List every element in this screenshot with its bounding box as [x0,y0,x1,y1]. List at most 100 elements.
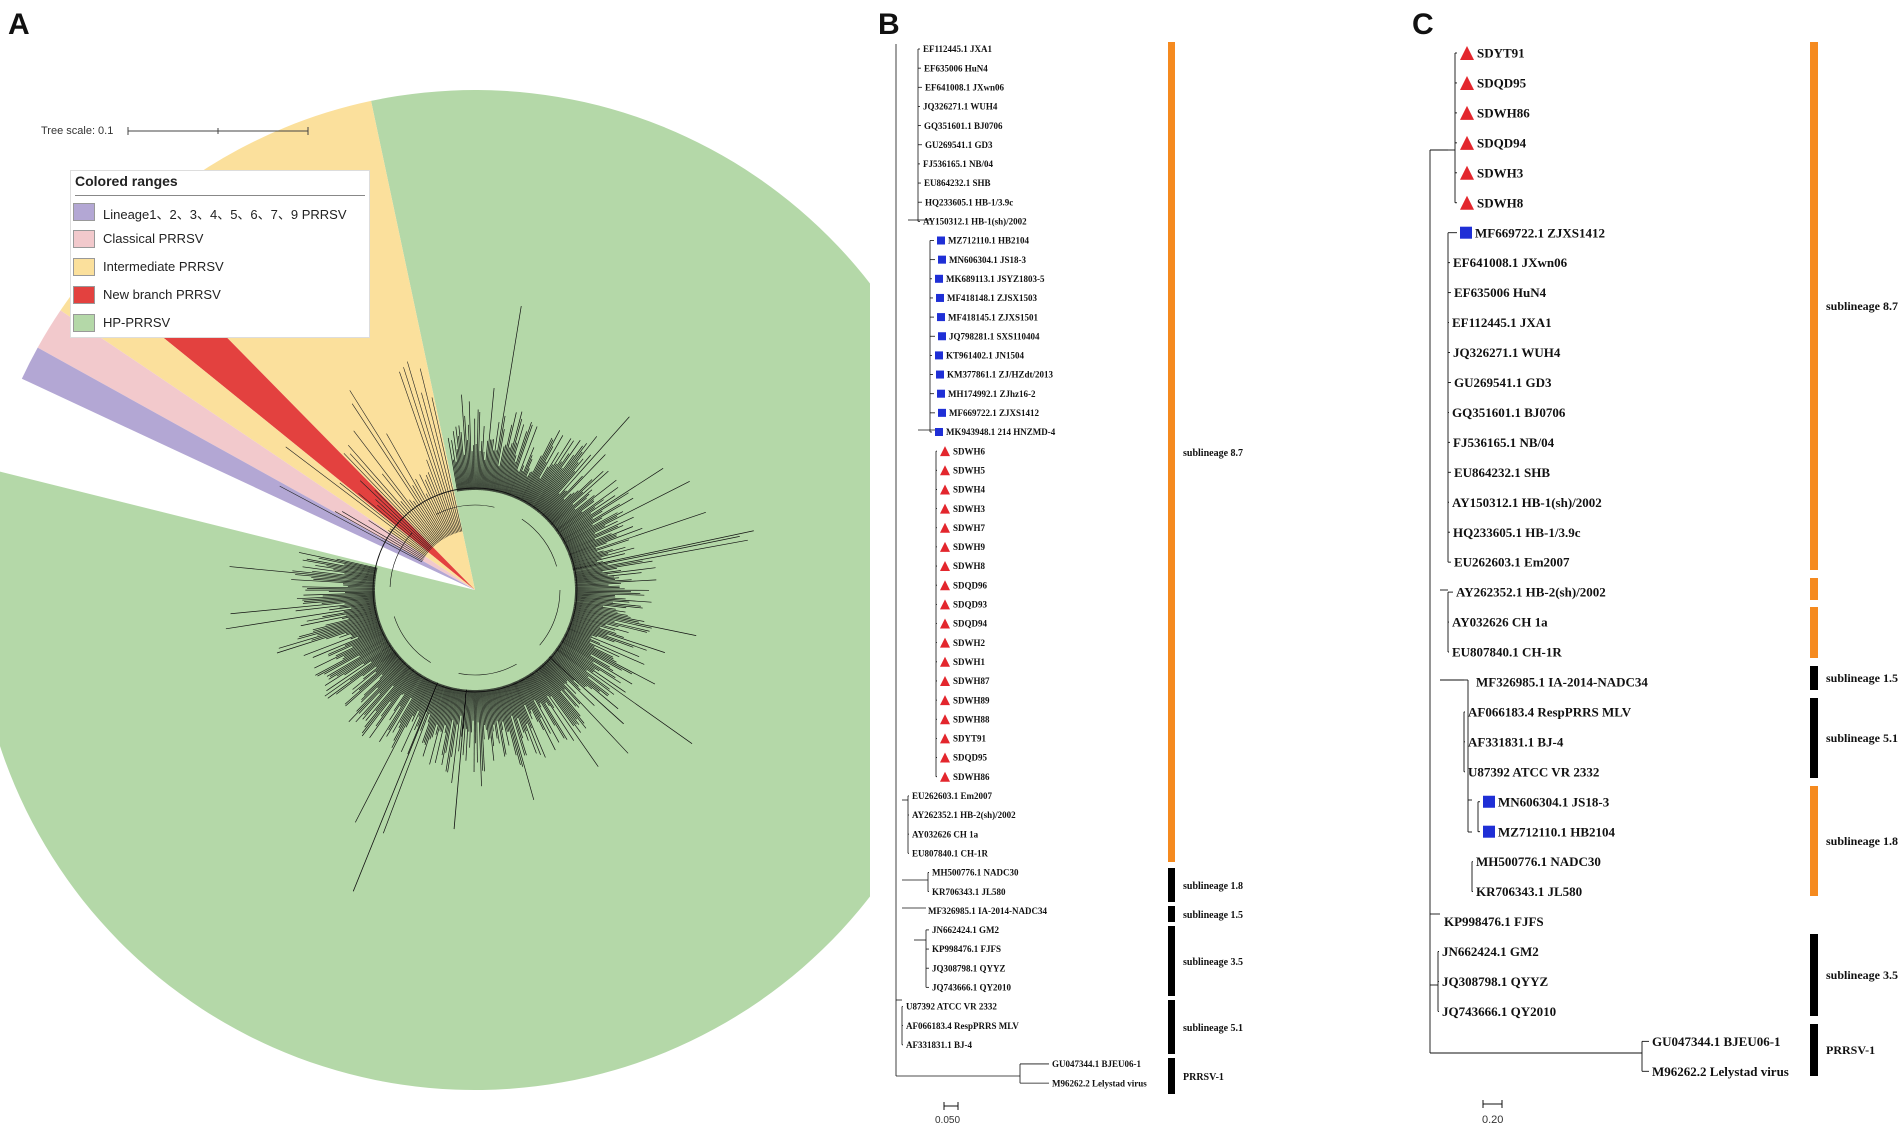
tree-branch [574,587,620,589]
tree-branch [571,553,609,564]
tree-branch [389,528,427,556]
tree-branch [464,415,470,491]
leaf-label: SDWH8 [953,561,986,571]
tree-branch [423,684,444,743]
tree-branch [400,501,437,545]
tree-branch [563,636,656,685]
tree-branch [368,520,425,558]
tree-branch [494,688,504,731]
tree-branch [451,688,462,757]
clade-label: sublineage 1.8 [1183,881,1243,892]
tree-branch [306,607,377,622]
tree-branch [569,620,665,653]
leaf-label: MK943948.1 214 HNZMD-4 [946,427,1056,437]
tree-branch [547,658,581,691]
tree-branch [493,688,507,755]
tree-branch [551,493,590,526]
tree-branch [570,618,601,628]
tree-branch [492,688,506,757]
tree-branch [363,658,403,696]
tree-branch [389,536,425,559]
colored-range-sectors [0,90,870,1090]
tree-branch [571,557,602,566]
tree-branch [561,639,610,668]
legend-item: Lineage1、2、3、4、5、6、7、9 PRRSV [71,201,371,225]
tree-branch [544,661,577,694]
tree-branch [574,599,641,607]
tree-branch [518,471,533,501]
tree-branch [325,612,378,626]
tree-branch [392,676,426,733]
tree-branch [304,596,376,603]
tree-branch [539,665,562,692]
tree-branch [326,565,377,575]
tree-branch [574,601,627,609]
tree-branch [574,576,615,581]
tree-branch [361,668,414,734]
tree-branch [344,573,376,578]
tree-branch [564,520,618,547]
tree-branch [563,636,633,675]
tree-branch [574,579,632,584]
tree-branch [572,610,652,629]
tree-branch [522,677,560,743]
tree-branch [527,464,554,506]
tree-branch [516,476,528,500]
leaf-label: AY150312.1 HB-1(sh)/2002 [923,217,1027,227]
tree-branch [412,679,432,717]
tree-branch [572,613,647,633]
panel-c-scale-label: 0.20 [1482,1114,1504,1126]
red-triangle-marker [940,503,950,514]
red-triangle-marker [940,752,950,763]
tree-branch [429,683,441,715]
tree-branch [506,684,518,719]
tree-branch [574,596,652,603]
panel-b-scale-label: 0.050 [935,1115,961,1126]
tree-branch [499,686,521,766]
tree-branch [358,655,400,691]
classical-sector [37,310,475,590]
tree-branch [565,630,591,643]
tree-branch [312,613,378,631]
tree-branch [525,466,549,505]
tree-branch [431,685,448,738]
tree-branch [571,616,629,633]
blue-square-marker [935,351,943,360]
tree-branch [349,390,444,540]
tree-branch [571,617,616,631]
clade-label: sublineage 8.7 [1826,299,1898,313]
tree-branch [356,661,406,712]
tree-branch [527,674,547,703]
red-triangle-marker [1460,75,1474,90]
tree-branch [488,422,500,492]
tree-branch [326,640,389,677]
red-triangle-marker [940,695,950,706]
tree-branch [344,644,392,676]
tree-branch [566,629,645,665]
tree-branch [526,675,565,739]
legend-swatch [73,314,95,332]
tree-branch [566,538,596,552]
tree-branch [329,640,390,677]
tree-branch [486,689,495,747]
tree-branch [514,681,525,706]
tree-branch [524,435,564,504]
tree-branch [529,673,575,741]
tree-branch [353,430,439,543]
tree-branch [468,401,473,491]
tree-branch [522,446,554,503]
tree-branch [298,552,378,570]
tree-branch [526,452,559,505]
tree-branch [350,626,383,640]
tree-branch [425,474,452,535]
tree-branch [485,689,495,761]
tree-branch [567,628,591,639]
tree-branch [317,637,388,677]
tree-branch [548,470,604,523]
red-triangle-marker [1460,165,1474,180]
tree-branch [349,648,395,681]
tree-branch [573,604,626,613]
tree-branch [422,684,443,743]
tree-branch [382,683,441,834]
leaf-label: GU269541.1 GD3 [925,140,993,150]
